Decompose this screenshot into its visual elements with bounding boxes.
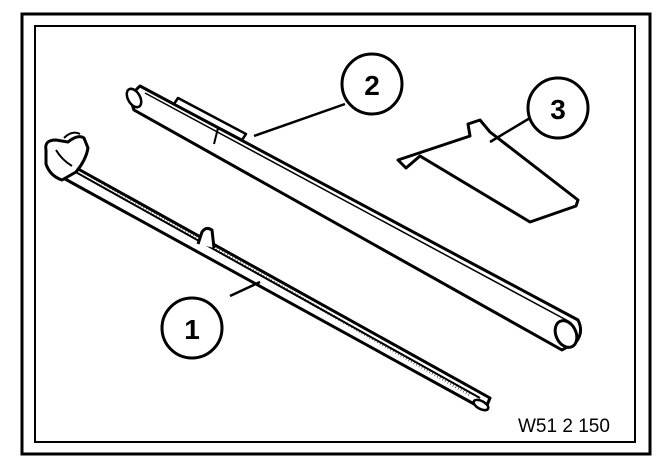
callout-1-label: 1: [184, 314, 200, 345]
callout-3-label: 3: [550, 94, 566, 125]
callout-2-label: 2: [364, 70, 380, 101]
tool-3-blade: [396, 118, 580, 224]
leader-line-1: [229, 280, 261, 298]
tool-2-tube: [125, 84, 583, 352]
callout-2: 2: [340, 52, 404, 116]
frame-outer: [20, 12, 652, 456]
frame-inner: [34, 25, 636, 443]
callout-3: 3: [526, 76, 590, 140]
drawing-code: W51 2 150: [518, 416, 610, 437]
leader-line-2: [253, 102, 346, 138]
tool-1-rod: [44, 131, 492, 412]
callout-1: 1: [160, 296, 224, 360]
leader-line-3: [489, 116, 531, 144]
